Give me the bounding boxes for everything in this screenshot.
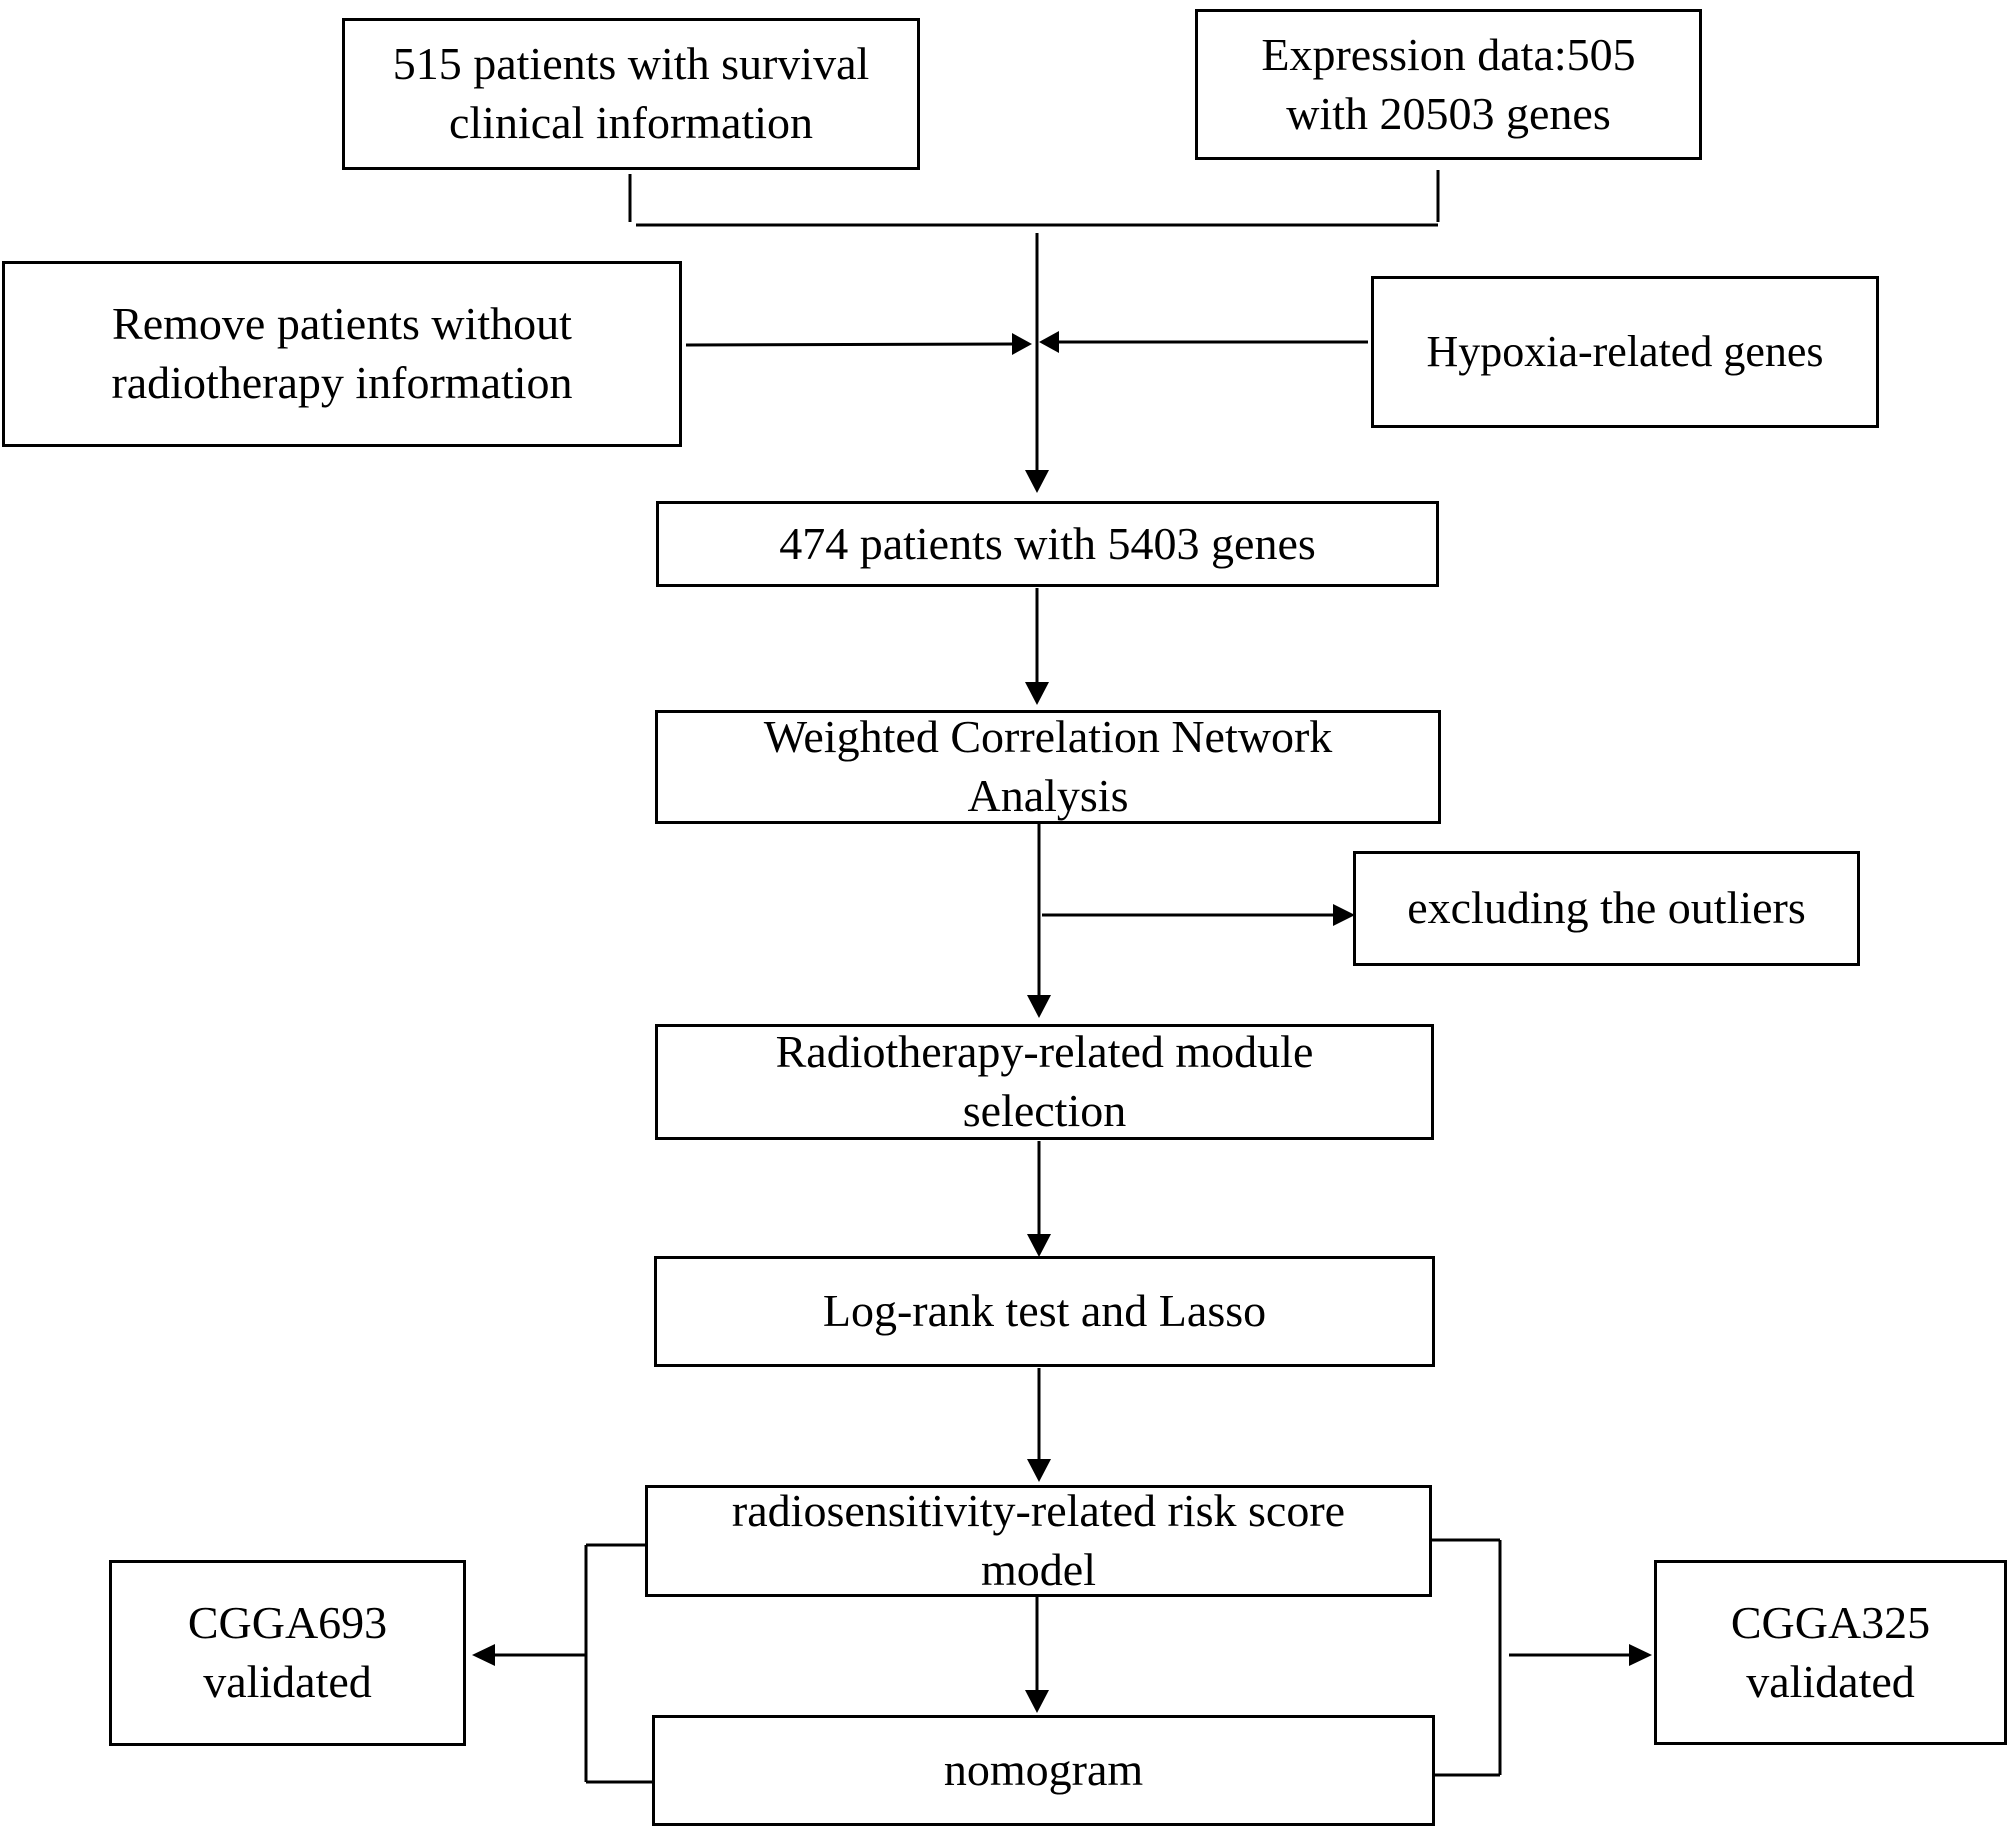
logrank-lasso-line-1: Log-rank test and Lasso: [822, 1285, 1267, 1337]
module-selection-line-2: selection: [962, 1085, 1127, 1136]
remove-patients-line-1: Remove patients without: [112, 298, 572, 350]
wgcna-line-2: Analysis: [967, 770, 1129, 821]
cgga693-box: CGGA693 validated: [109, 1560, 466, 1746]
cgga325-line-1: CGGA325: [1730, 1596, 1931, 1648]
module-selection-box: Radiotherapy-related module selection: [655, 1024, 1434, 1140]
hypoxia-genes-box: Hypoxia-related genes: [1371, 276, 1879, 428]
risk-score-model-box: radiosensitivity-related risk score model: [645, 1485, 1432, 1597]
wgcna-line-1: Weighted Correlation Network: [763, 711, 1333, 763]
risk-score-model-line-1: radiosensitivity-related risk score: [731, 1485, 1346, 1537]
module-selection-line-1: Radiotherapy-related module: [775, 1026, 1314, 1078]
cgga325-line-2: validated: [1746, 1655, 1915, 1707]
patients-genes-line-1: 474 patients with 5403 genes: [779, 517, 1316, 569]
expression-data-line-2: with 20503 genes: [1286, 87, 1611, 139]
expression-data-line-1: Expression data:505: [1261, 28, 1636, 80]
risk-score-model-line-2: model: [981, 1544, 1096, 1595]
remove-patients-box: Remove patients without radiotherapy info…: [2, 261, 682, 447]
patients-clinical-box: 515 patients with survival clinical infor…: [342, 18, 920, 170]
cgga693-line-1: CGGA693: [187, 1597, 388, 1649]
patients-genes-box: 474 patients with 5403 genes: [656, 501, 1439, 587]
nomogram-line-1: nomogram: [943, 1744, 1144, 1796]
patients-clinical-line-2: clinical information: [448, 97, 814, 148]
cgga693-line-2: validated: [203, 1656, 372, 1707]
expression-data-box: Expression data:505 with 20503 genes: [1195, 9, 1702, 160]
hypoxia-genes-line-1: Hypoxia-related genes: [1426, 326, 1824, 376]
logrank-lasso-box: Log-rank test and Lasso: [654, 1256, 1435, 1367]
remove-patients-line-2: radiotherapy information: [111, 357, 573, 408]
excluding-outliers-box: excluding the outliers: [1353, 851, 1860, 966]
nomogram-box: nomogram: [652, 1715, 1435, 1826]
patients-clinical-line-1: 515 patients with survival: [392, 38, 870, 90]
cgga325-box: CGGA325 validated: [1654, 1560, 2007, 1745]
excluding-outliers-line-1: excluding the outliers: [1407, 882, 1806, 934]
